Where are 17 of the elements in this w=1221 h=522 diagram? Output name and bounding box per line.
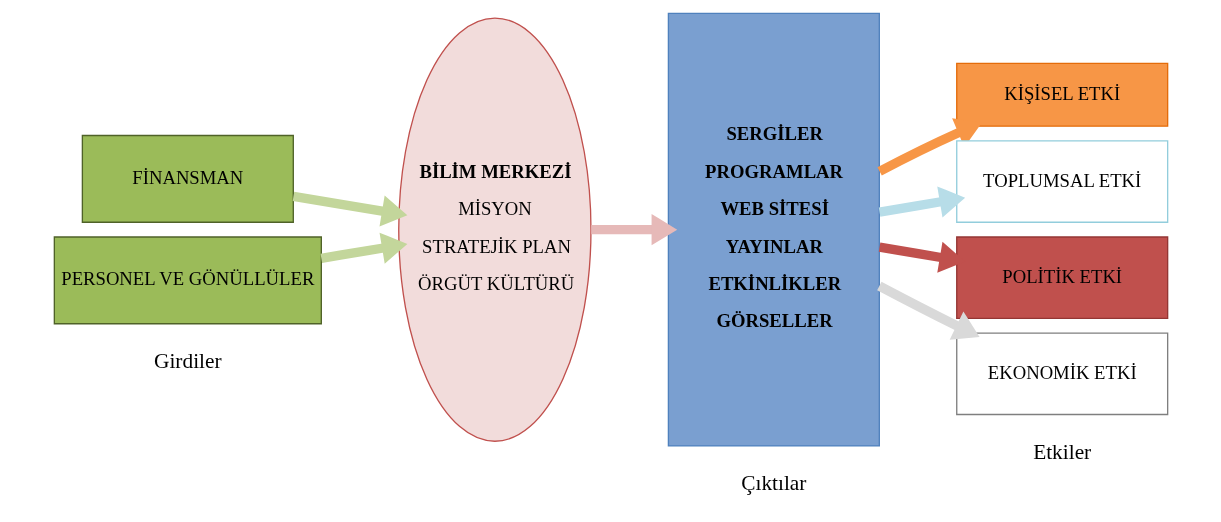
node-ellipse: BİLİM MERKEZİ MİSYON STRATEJİK PLAN ÖRGÜT KÜLTÜRÜ — [397, 17, 592, 442]
node-box: EKONOMİK ETKİ — [955, 332, 1168, 416]
node-box: FİNANSMAN — [81, 134, 294, 223]
arrow — [292, 191, 407, 227]
node-box: POLİTİK ETKİ — [955, 236, 1168, 320]
node-box: KİŞİSEL ETKİ — [955, 62, 1168, 127]
arrow — [876, 118, 982, 176]
arrow — [878, 186, 965, 218]
node-box: TOPLUMSAL ETKİ — [955, 140, 1168, 223]
node-box: PERSONEL VE GÖNÜLLÜLER — [53, 236, 322, 325]
label: Etkiler — [1032, 439, 1091, 464]
label: Girdiler — [153, 349, 222, 374]
arrow — [320, 232, 407, 264]
arrow — [876, 281, 980, 340]
node-box: SERGİLER PROGRAMLAR WEB SİTESİ YAYINLAR ETKİNLİKLER GÖRSELLER — [667, 12, 880, 447]
arrow — [590, 213, 677, 246]
label: Çıktılar — [740, 470, 806, 495]
